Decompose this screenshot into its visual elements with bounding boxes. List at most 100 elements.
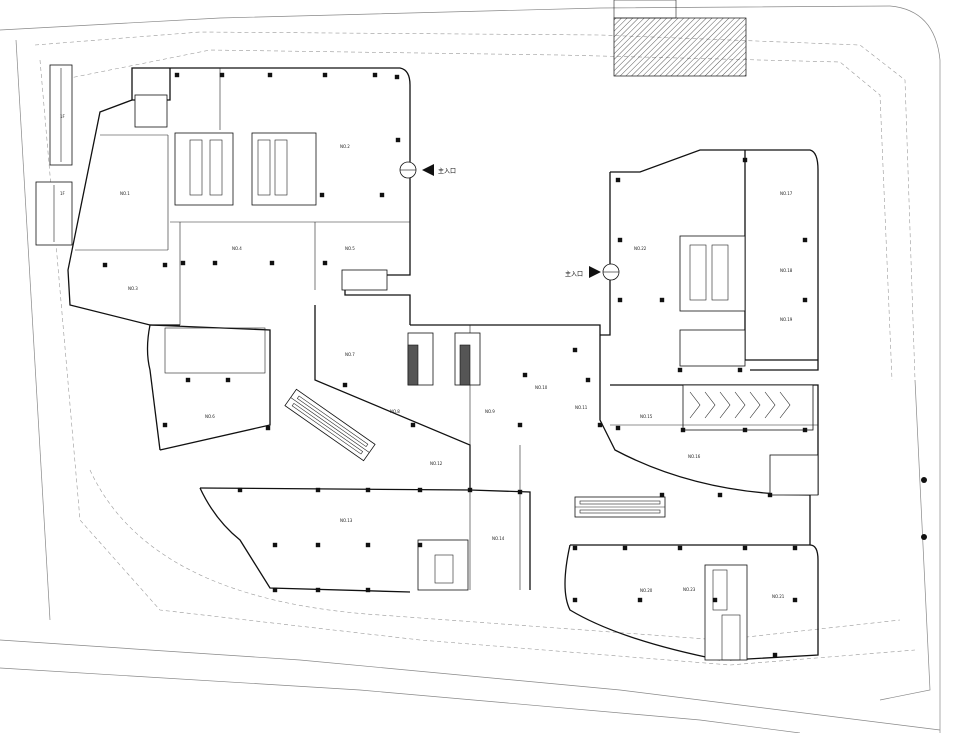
zone-label: NO.18 xyxy=(780,268,793,273)
column xyxy=(572,545,578,551)
escalator-2 xyxy=(574,496,666,518)
zone-label: NO.16 xyxy=(688,454,701,459)
column xyxy=(677,545,683,551)
column xyxy=(467,487,473,493)
zone-label: NO.5 xyxy=(345,246,355,251)
column xyxy=(219,72,225,78)
entrance-east-label: 主入口 xyxy=(565,270,583,278)
column xyxy=(517,422,523,428)
zone-label: NO.20 xyxy=(640,588,653,593)
zone-label: NO.13 xyxy=(340,518,353,523)
column xyxy=(677,367,683,373)
column xyxy=(272,542,278,548)
column xyxy=(180,260,186,266)
zone-label: NO.3 xyxy=(128,286,138,291)
column xyxy=(802,427,808,433)
column xyxy=(365,587,371,593)
column xyxy=(617,237,623,243)
southeast-wing xyxy=(564,495,819,661)
column xyxy=(225,377,231,383)
zone-label: NO.4 xyxy=(232,246,242,251)
zone-label: NO.2 xyxy=(340,144,350,149)
site-marker-1 xyxy=(921,477,927,483)
zone-label: NO.23 xyxy=(683,587,696,592)
zone-label: NO.14 xyxy=(492,536,505,541)
column xyxy=(162,422,168,428)
column xyxy=(342,382,348,388)
zone-label: NO.1 xyxy=(120,191,130,196)
column xyxy=(185,377,191,383)
entrance-north-label: 主入口 xyxy=(438,167,456,175)
column xyxy=(717,492,723,498)
column xyxy=(659,297,665,303)
zone-label: NO.9 xyxy=(485,409,495,414)
column xyxy=(680,427,686,433)
column xyxy=(742,545,748,551)
hatched-structure xyxy=(613,0,747,77)
zone-label: NO.22 xyxy=(634,246,647,251)
column xyxy=(265,425,271,431)
column xyxy=(572,597,578,603)
entrance-north: 主入口 xyxy=(399,161,456,179)
column xyxy=(772,652,778,658)
column xyxy=(802,297,808,303)
zone-labels: 1F 1F NO.1 NO.2 NO.3 NO.4 NO.5 NO.6 NO.7… xyxy=(60,114,793,599)
column xyxy=(767,492,773,498)
column xyxy=(659,492,665,498)
column xyxy=(315,542,321,548)
entrance-east: 主入口 xyxy=(565,263,620,281)
column xyxy=(622,545,628,551)
site-marker-2 xyxy=(921,534,927,540)
column xyxy=(322,260,328,266)
zone-label: NO.7 xyxy=(345,352,355,357)
column xyxy=(322,72,328,78)
column xyxy=(372,72,378,78)
column xyxy=(712,597,718,603)
column xyxy=(395,137,401,143)
column xyxy=(237,487,243,493)
column xyxy=(517,489,523,495)
escalator xyxy=(284,388,376,462)
column xyxy=(742,427,748,433)
zone-label: NO.8 xyxy=(390,409,400,414)
column xyxy=(572,347,578,353)
column xyxy=(417,542,423,548)
zone-label: NO.15 xyxy=(640,414,653,419)
structural-columns xyxy=(102,72,808,658)
column xyxy=(615,177,621,183)
zone-label: NO.12 xyxy=(430,461,443,466)
column xyxy=(792,597,798,603)
zone-label: NO.17 xyxy=(780,191,793,196)
zone-label: NO.6 xyxy=(205,414,215,419)
column xyxy=(585,377,591,383)
east-tower xyxy=(600,149,819,496)
column xyxy=(742,157,748,163)
central-mall xyxy=(146,305,811,593)
column xyxy=(522,372,528,378)
column xyxy=(737,367,743,373)
column xyxy=(174,72,180,78)
column xyxy=(272,587,278,593)
column xyxy=(315,487,321,493)
zone-label: NO.19 xyxy=(780,317,793,322)
column xyxy=(365,542,371,548)
column xyxy=(315,587,321,593)
column xyxy=(102,262,108,268)
zone-label: 1F xyxy=(60,114,66,119)
column xyxy=(410,422,416,428)
zone-label: NO.21 xyxy=(772,594,785,599)
west-tower xyxy=(67,67,411,326)
column xyxy=(319,192,325,198)
column xyxy=(792,545,798,551)
left-stair-blocks xyxy=(35,64,73,246)
zone-label: NO.11 xyxy=(575,405,588,410)
column xyxy=(615,425,621,431)
column xyxy=(637,597,643,603)
column xyxy=(394,74,400,80)
column xyxy=(617,297,623,303)
zone-label: NO.10 xyxy=(535,385,548,390)
zone-label: 1F xyxy=(60,191,66,196)
column xyxy=(267,72,273,78)
column xyxy=(269,260,275,266)
